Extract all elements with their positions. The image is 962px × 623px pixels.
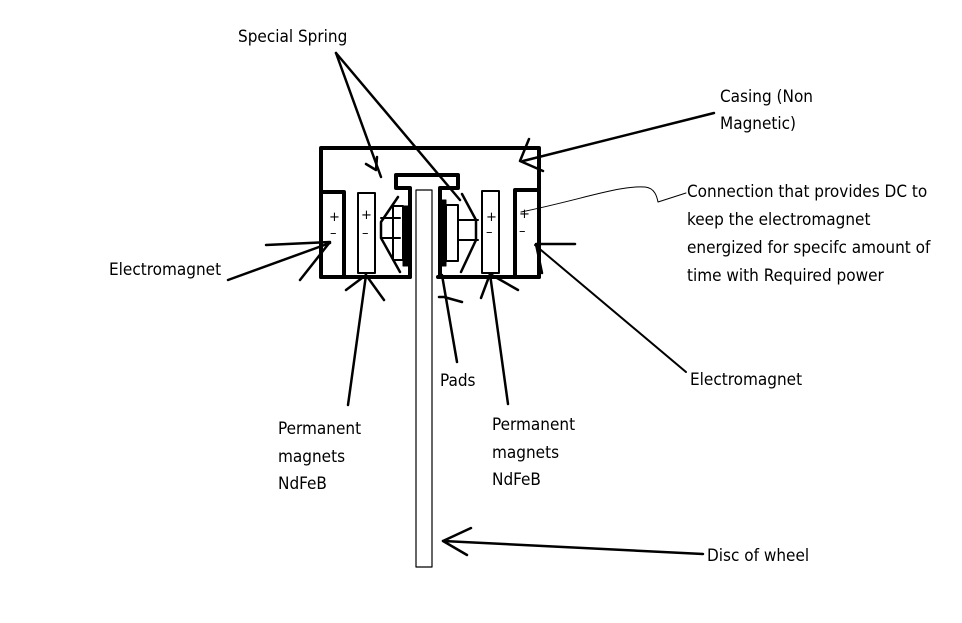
spring-left xyxy=(379,195,402,274)
wheel-disc xyxy=(415,189,433,568)
polarity-plus-em-right: + xyxy=(519,207,530,222)
polarity-plus-pm-left: + xyxy=(361,208,372,223)
polarity-minus-em-right: – xyxy=(519,224,526,239)
arrowhead-electromagnet-left xyxy=(264,240,332,282)
label-electromagnet-right: Electromagnet xyxy=(690,370,802,390)
leader-special-spring-right xyxy=(334,51,462,202)
polarity-minus-em-left: – xyxy=(330,226,337,241)
arrowhead-disc xyxy=(441,526,473,557)
pad-left xyxy=(392,205,404,261)
leader-electromagnet-right xyxy=(534,244,687,373)
electromagnet-right-housing xyxy=(513,188,541,279)
label-pm-left-line3: NdFeB xyxy=(278,474,327,494)
polarity-minus-pm-left: – xyxy=(362,226,369,241)
leader-pads xyxy=(440,273,459,364)
leader-permanent-magnet-right xyxy=(488,272,510,406)
arrowhead-electromagnet-right xyxy=(534,242,577,275)
label-special-spring: Special Spring xyxy=(238,27,347,47)
label-casing-line1: Casing (Non xyxy=(720,87,813,107)
leader-casing xyxy=(521,111,716,163)
casing-outline xyxy=(319,146,541,279)
label-pm-right-line2: magnets xyxy=(492,443,559,463)
polarity-plus-pm-right: + xyxy=(486,210,497,225)
permanent-magnet-left xyxy=(357,192,376,274)
label-connection-line4: time with Required power xyxy=(687,266,885,286)
center-bracket xyxy=(394,173,460,279)
pad-left-friction xyxy=(402,205,409,267)
label-disc-of-wheel: Disc of wheel xyxy=(707,546,809,566)
label-pm-left-line1: Permanent xyxy=(278,419,361,439)
arrowhead-permanent-magnet-left xyxy=(344,273,386,302)
label-connection-line1: Connection that provides DC to xyxy=(687,182,927,202)
arrowhead-pads xyxy=(437,295,464,304)
polarity-plus-em-left: + xyxy=(329,210,340,225)
label-pm-right-line3: NdFeB xyxy=(492,470,541,490)
pad-right-friction xyxy=(439,199,447,267)
spring-left-rungs xyxy=(380,217,401,239)
label-pm-right-line1: Permanent xyxy=(492,415,575,435)
spring-right-rungs xyxy=(457,219,479,241)
label-connection-line3: energized for specifc amount of xyxy=(687,238,931,258)
arrowhead-special-spring-left xyxy=(364,155,379,172)
label-pads: Pads xyxy=(440,371,476,391)
leader-special-spring-left xyxy=(334,51,383,179)
label-electromagnet-left: Electromagnet xyxy=(109,260,221,280)
dc-connection-wire xyxy=(520,186,687,213)
spring-right xyxy=(459,192,478,274)
label-casing-line2: Magnetic) xyxy=(720,114,796,134)
pad-right xyxy=(445,204,459,262)
label-connection-line2: keep the electromagnet xyxy=(687,210,870,230)
arrowhead-permanent-magnet-right xyxy=(479,272,520,300)
polarity-minus-pm-right: – xyxy=(486,225,493,240)
label-pm-left-line2: magnets xyxy=(278,447,345,467)
leader-disc xyxy=(441,539,705,556)
leader-permanent-magnet-left xyxy=(346,273,368,407)
electromagnet-left-housing xyxy=(319,190,346,279)
leader-electromagnet-left xyxy=(226,241,332,282)
arrowhead-casing xyxy=(518,137,545,173)
